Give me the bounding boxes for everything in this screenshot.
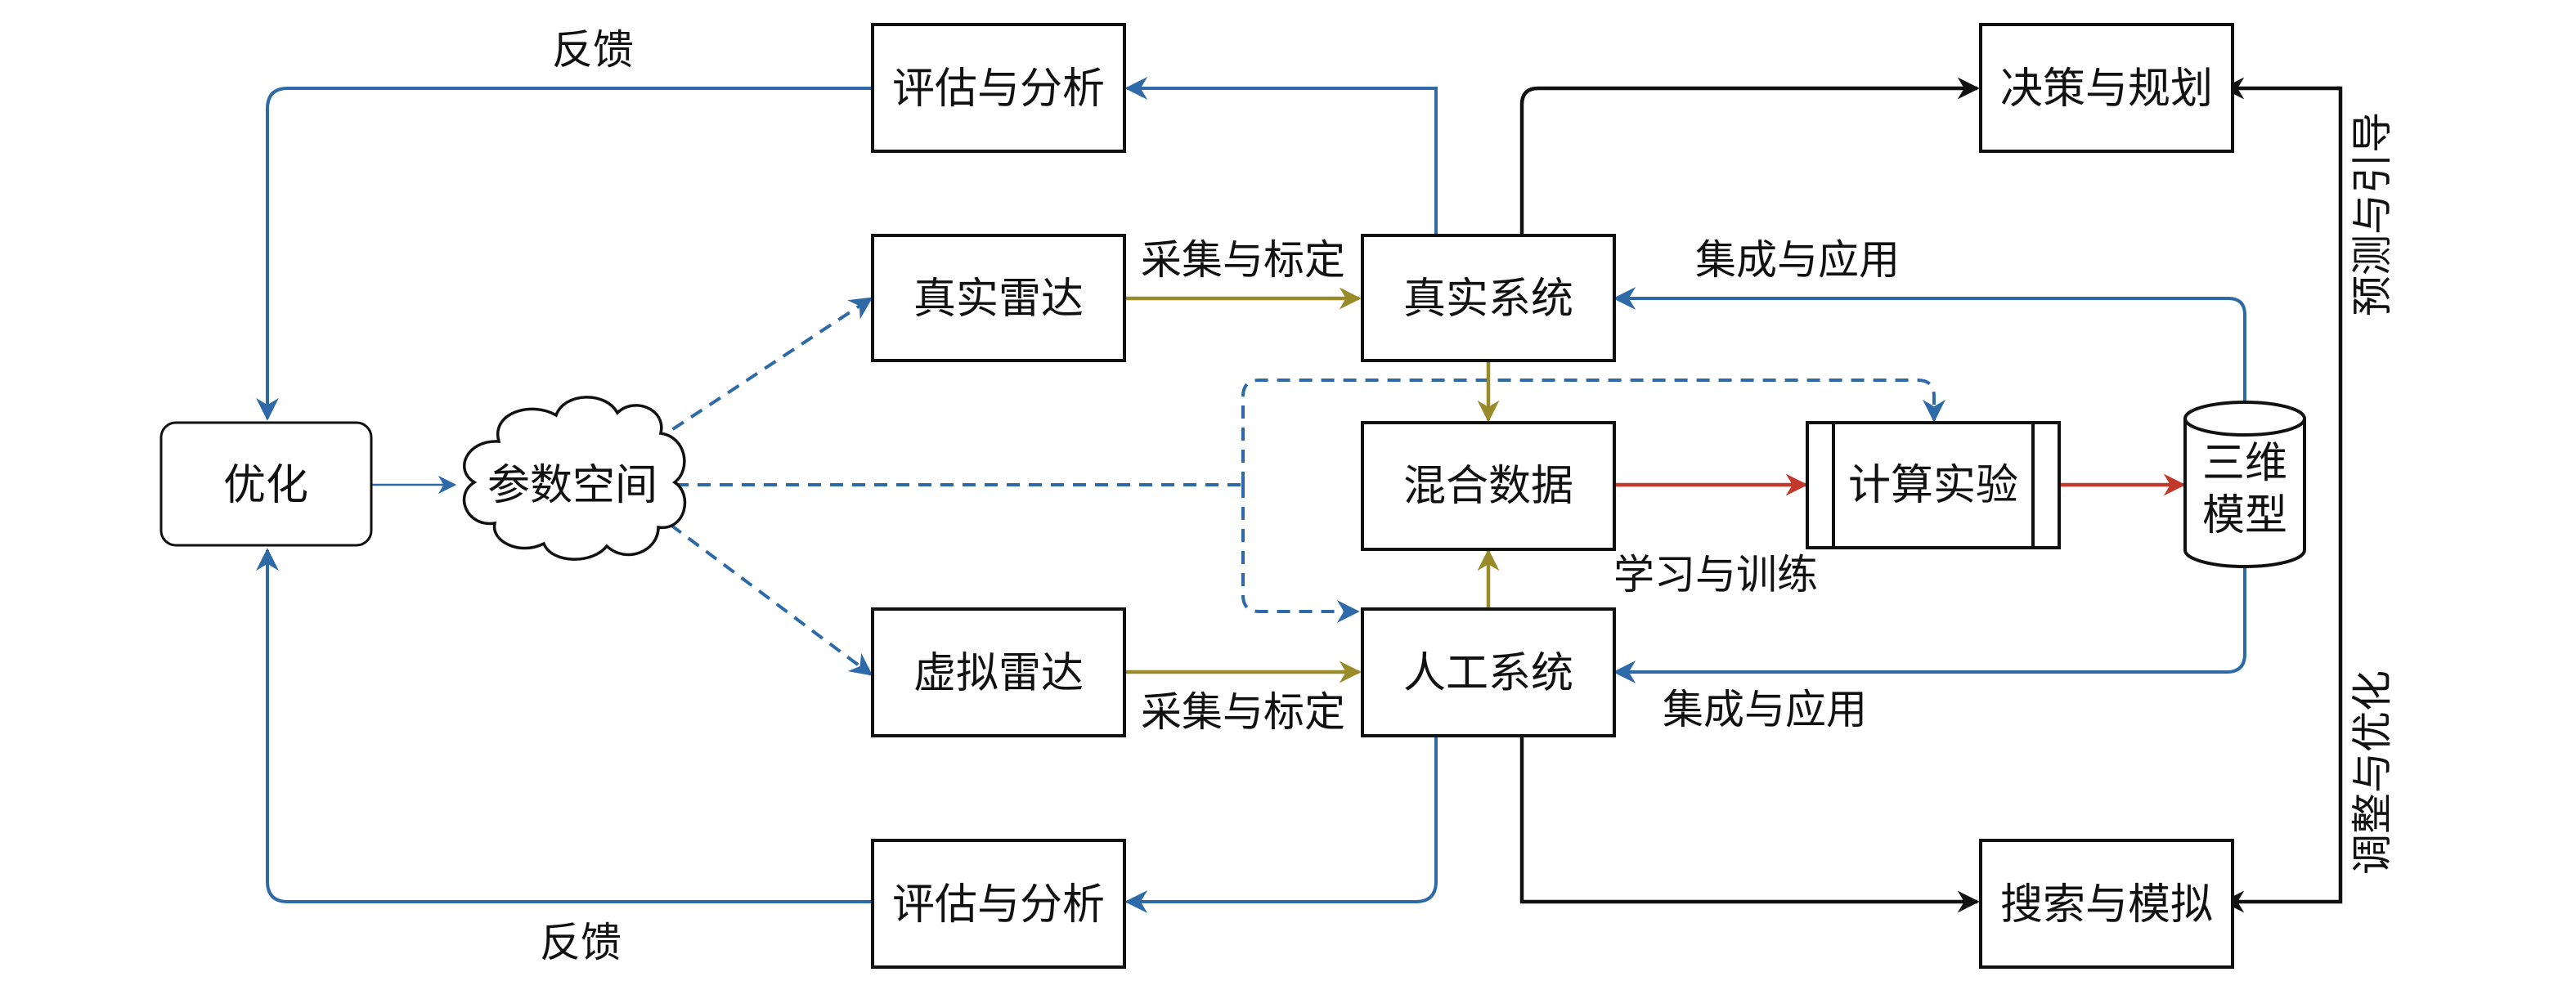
edge-artificial-to-search [1519,736,1980,913]
node-param-space: 参数空间 [462,396,687,561]
node-compute-experiment-label: 计算实验 [1848,461,2018,510]
node-param-space-label: 参数空间 [487,461,657,510]
node-mixed-data: 混合数据 [1361,421,1616,551]
label-adjust-optimize: 调整与优化 [2349,670,2396,875]
label-integrate-top: 集成与应用 [1695,236,1900,284]
node-virtual-radar-label: 虚拟雷达 [913,649,1084,698]
node-optimize: 优化 [159,421,373,547]
edge-labels: 反馈 反馈 采集与标定 采集与标定 集成与应用 集成与应用 学习与训练 预测与引… [540,26,2396,966]
label-predict-guide: 预测与引导 [2349,112,2396,316]
node-3d-model-label-line1: 三维 [2202,439,2287,488]
node-real-system: 真实系统 [1361,234,1616,362]
edge-real-to-decision [1519,77,1980,235]
edge-params-to-real-radar [653,297,873,443]
node-search: 搜索与模拟 [1979,839,2234,969]
node-real-radar: 真实雷达 [871,234,1126,362]
edges [256,77,2343,913]
edge-artificial-to-eval-bottom [1124,737,1438,913]
node-3d-model: 三维 模型 [2183,401,2306,568]
edge-feedback-bottom [256,548,871,903]
edge-model-to-artificial [1613,561,2246,683]
label-feedback-bottom: 反馈 [540,919,622,966]
edge-model-to-real [1613,287,2246,407]
label-learn-train: 学习与训练 [1613,551,1818,598]
edge-params-to-virtual-radar [669,523,873,676]
nodes: 优化 参数空间 真实雷达 虚拟雷达 评估与分析 评估与分析 [159,23,2306,969]
node-optimize-label: 优化 [223,461,308,510]
node-eval-top: 评估与分析 [871,23,1126,153]
label-collect-bottom: 采集与标定 [1141,688,1345,736]
node-decision: 决策与规划 [1979,23,2234,153]
node-artificial-system-label: 人工系统 [1403,649,1573,698]
node-decision-label: 决策与规划 [2000,65,2213,114]
label-collect-top: 采集与标定 [1141,236,1345,284]
node-real-radar-label: 真实雷达 [913,275,1084,324]
edge-feedback-top [256,87,871,421]
node-search-label: 搜索与模拟 [2000,880,2213,930]
node-mixed-data-label: 混合数据 [1403,462,1573,511]
cloud-shape [462,396,687,561]
node-real-system-label: 真实系统 [1403,275,1573,324]
node-3d-model-label-line2: 模型 [2202,491,2287,540]
node-virtual-radar: 虚拟雷达 [871,607,1126,737]
node-eval-bottom-label: 评估与分析 [892,880,1105,930]
label-feedback-top: 反馈 [552,26,634,74]
edge-junction-to-artificial [1241,485,1360,623]
edge-junction-to-compute [1241,379,1945,485]
node-eval-bottom: 评估与分析 [871,839,1126,969]
node-eval-top-label: 评估与分析 [892,65,1105,114]
node-artificial-system: 人工系统 [1361,607,1616,737]
edge-real-to-eval-top [1124,77,1438,235]
node-compute-experiment: 计算实验 [1806,421,2061,549]
label-integrate-bottom: 集成与应用 [1663,686,1867,733]
